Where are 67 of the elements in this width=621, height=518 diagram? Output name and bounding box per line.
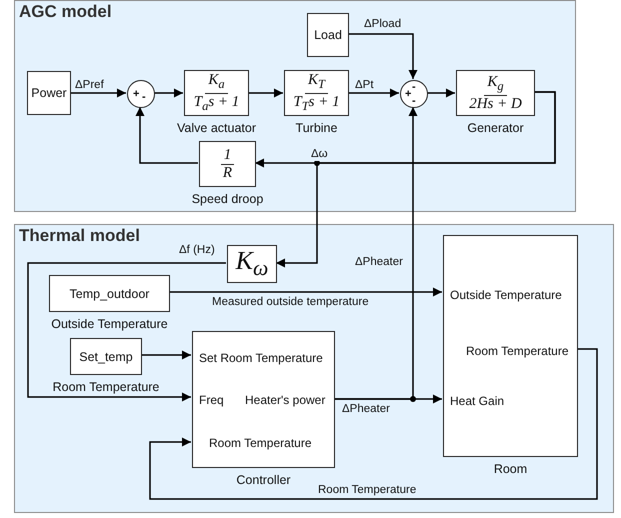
block-label: Load xyxy=(314,28,342,42)
numerator: 1 xyxy=(220,146,234,164)
signal-label: Δf (Hz) xyxy=(179,244,215,257)
gain-label: K$_{ω}$ xyxy=(236,246,268,282)
block-caption: Outside Temperature xyxy=(51,317,168,331)
gain-block xyxy=(227,245,277,283)
block-label: Power xyxy=(31,86,67,100)
block xyxy=(70,338,142,375)
block xyxy=(307,13,349,57)
block-caption: Room xyxy=(494,462,528,476)
port-label: Heater's power xyxy=(245,393,326,407)
block-caption: Room Temperature xyxy=(52,380,160,394)
subsystem-block xyxy=(443,235,578,457)
subsystem-block xyxy=(192,331,335,468)
block-caption: Speed droop xyxy=(192,192,264,206)
denominator: T$_{T}$s + 1 xyxy=(293,94,340,114)
signal-arrow xyxy=(141,350,191,360)
block-label: Temp_outdoor xyxy=(70,286,150,300)
signal-label: Δω xyxy=(311,148,328,161)
group-title: AGC model xyxy=(19,2,112,22)
block-label: Set_temp xyxy=(79,350,133,364)
signal-arrow xyxy=(154,88,183,98)
numerator: K$_{g}$ xyxy=(484,74,507,96)
port-label: Set Room Temperature xyxy=(199,351,323,365)
port-label: Room Temperature xyxy=(466,344,568,358)
sum-junction xyxy=(127,80,155,108)
block xyxy=(27,71,71,115)
sign-label: + xyxy=(133,89,140,100)
signal-arrow xyxy=(136,107,198,164)
block xyxy=(49,275,170,312)
signal-arrow xyxy=(348,88,399,98)
port-label: Freq xyxy=(199,393,224,407)
block-caption: Controller xyxy=(236,473,291,487)
signal-arrow xyxy=(348,33,418,79)
transfer-function-block xyxy=(284,70,349,116)
transfer-function-block xyxy=(184,70,249,116)
sum-junction xyxy=(400,80,428,108)
port-label: Room Temperature xyxy=(209,436,312,450)
sign-label: + xyxy=(405,89,412,100)
block-caption: Valve actuator xyxy=(177,121,256,135)
signal-arrow xyxy=(169,288,442,296)
transfer-function-block xyxy=(456,70,535,116)
signal-label: Measured outside temperature xyxy=(212,296,369,309)
signal-arrow xyxy=(427,88,455,98)
denominator: R xyxy=(222,164,232,182)
signal-label: Room Temperature xyxy=(318,484,416,497)
block-caption: Turbine xyxy=(296,121,338,135)
model-group-panel xyxy=(14,0,576,212)
group-title: Thermal model xyxy=(19,226,140,246)
transfer-function-block xyxy=(199,141,256,187)
signal-arrow xyxy=(27,262,226,402)
signal-arrow xyxy=(149,348,598,500)
signal-arrow xyxy=(248,88,283,98)
model-group-panel xyxy=(14,224,614,513)
signal-arrow xyxy=(276,91,556,268)
sign-label: - xyxy=(142,92,146,103)
block-caption: Generator xyxy=(467,121,524,135)
sign-label: - xyxy=(412,82,416,93)
denominator: 2Hs + D xyxy=(469,96,522,112)
port-label: Heat Gain xyxy=(450,394,504,408)
port-label: Outside Temperature xyxy=(450,288,562,302)
signal-arrow xyxy=(334,107,418,400)
sign-label: - xyxy=(412,96,416,107)
denominator: T$_{a}$s + 1 xyxy=(194,94,240,114)
numerator: K$_{a}$ xyxy=(205,72,228,94)
signal-arrow xyxy=(70,88,126,98)
numerator: K$_{T}$ xyxy=(305,72,328,94)
